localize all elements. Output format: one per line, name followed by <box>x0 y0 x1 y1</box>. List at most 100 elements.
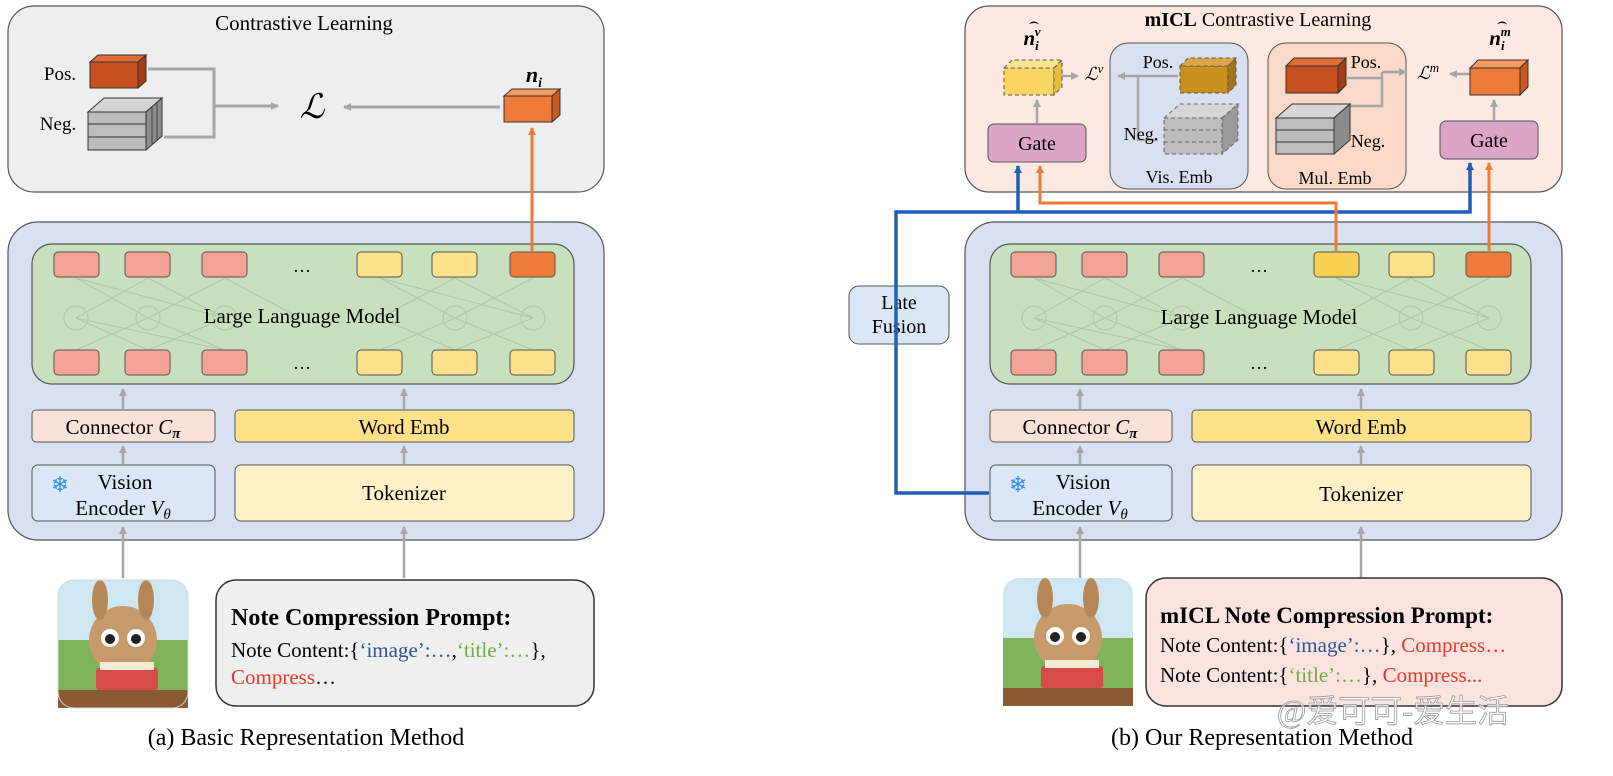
right-connector-label: Connector Cπ <box>1023 415 1139 442</box>
right-prompt-line1: Note Content:{‘image’:…}, Compress… <box>1160 633 1506 657</box>
right-gate-left-label: Gate <box>1018 133 1056 155</box>
right-vis-pos-cube <box>1178 56 1238 95</box>
watermark: @爱可可-爱生活 <box>1277 693 1509 729</box>
left-pos-cube <box>88 53 148 90</box>
right-mul-pos-cube <box>1284 56 1348 95</box>
late-fusion-line2: Fusion <box>872 316 926 338</box>
right-contrastive-title: mICL Contrastive Learning <box>1145 9 1372 31</box>
left-caption: (a) Basic Representation Method <box>148 725 465 751</box>
left-diagram: Contrastive Learning Pos. Neg. ℒ <box>7 5 605 751</box>
right-prompt-line2: Note Content:{‘title’:…}, Compress... <box>1160 663 1482 687</box>
right-loss-v: ℒv <box>1085 61 1104 84</box>
right-visual-token-path <box>1036 165 1338 251</box>
right-prompt-box <box>1145 577 1563 707</box>
right-tokenizer-box <box>1191 464 1532 522</box>
right-top-tokens <box>1010 251 1512 278</box>
left-tokenizer-label: Tokenizer <box>362 481 446 505</box>
left-llm-network <box>63 277 546 351</box>
left-vision-line2: Encoder Vθ <box>75 496 171 523</box>
snowflake-icon: ❄ <box>1009 472 1027 497</box>
left-contrastive-panel <box>7 5 605 193</box>
left-neg-label: Neg. <box>40 114 76 135</box>
right-connector-box <box>989 409 1173 443</box>
token-output <box>509 251 556 278</box>
left-connector-label: Connector Cπ <box>66 415 182 442</box>
token <box>1081 349 1128 376</box>
token <box>201 251 248 278</box>
right-mul-pos-label: Pos. <box>1351 52 1382 72</box>
right-flow-arrows <box>1076 388 1365 578</box>
right-word-emb-label: Word Emb <box>1315 415 1406 439</box>
left-neg-cubes <box>86 96 164 152</box>
token <box>356 349 403 376</box>
right-vis-emb-label: Vis. Emb <box>1146 167 1213 187</box>
left-prompt-box <box>215 579 595 707</box>
left-ni-cube <box>502 87 562 124</box>
right-bottom-ellipsis: … <box>1250 353 1268 373</box>
right-niv-label: niv <box>1023 24 1040 53</box>
right-caption: (b) Our Representation Method <box>1111 725 1413 751</box>
right-gate-right-label: Gate <box>1470 130 1508 152</box>
right-vis-neg-cubes <box>1162 102 1240 156</box>
left-llm-box <box>31 243 575 385</box>
left-contrastive-title: Contrastive Learning <box>215 11 393 35</box>
left-vision-encoder-box <box>31 464 216 522</box>
left-top-tokens <box>53 251 556 278</box>
left-loss-symbol: ℒ <box>300 89 326 126</box>
token <box>124 349 171 376</box>
right-llm-box <box>989 243 1532 385</box>
left-prompt-title: Note Compression Prompt: <box>231 605 511 631</box>
right-gate-left <box>987 123 1087 163</box>
right-prompt-title: mICL Note Compression Prompt: <box>1160 603 1493 628</box>
left-prompt-line2: Compress… <box>231 665 336 689</box>
token <box>1010 251 1057 278</box>
right-vis-neg-line <box>1136 76 1158 142</box>
token <box>356 251 403 278</box>
right-nim-cube <box>1468 58 1530 97</box>
right-niv-cube <box>1002 58 1064 97</box>
token <box>1081 251 1128 278</box>
left-bottom-tokens <box>53 349 556 376</box>
token <box>1388 251 1435 278</box>
token-visual-output <box>1313 251 1360 278</box>
right-vision-line2: Encoder Vθ <box>1032 496 1128 523</box>
right-llama-image <box>1003 578 1133 706</box>
right-vis-pos-label: Pos. <box>1143 52 1174 72</box>
right-nim-hat: ⌢ <box>1497 14 1508 31</box>
left-pos-neg-bracket <box>148 67 278 139</box>
left-llm-label: Large Language Model <box>204 304 401 328</box>
left-top-ellipsis: … <box>293 256 311 276</box>
token <box>431 349 478 376</box>
late-fusion-box <box>848 285 950 345</box>
right-vision-line1: Vision <box>1056 470 1111 494</box>
token <box>1313 349 1360 376</box>
right-loss-m: ℒm <box>1417 60 1439 83</box>
token <box>1158 349 1205 376</box>
token <box>53 251 100 278</box>
right-llm-label: Large Language Model <box>1161 305 1358 329</box>
right-mul-neg-label: Neg. <box>1351 131 1386 151</box>
right-tokenizer-label: Tokenizer <box>1319 482 1403 506</box>
token <box>124 251 171 278</box>
token <box>1388 349 1435 376</box>
left-vision-line1: Vision <box>98 470 153 494</box>
left-prompt-line1: Note Content:{‘image’:…,‘title’:…}, <box>231 638 546 662</box>
left-flow-arrows <box>119 388 408 578</box>
left-word-emb-box <box>234 409 575 443</box>
right-vision-encoder-box <box>989 464 1173 522</box>
right-contrastive-panel <box>964 5 1563 193</box>
right-mul-emb-label: Mul. Emb <box>1298 168 1371 188</box>
token <box>1010 349 1057 376</box>
token <box>53 349 100 376</box>
right-top-ellipsis: … <box>1250 256 1268 276</box>
token <box>201 349 248 376</box>
right-mul-neg-cubes <box>1274 102 1352 156</box>
left-tokenizer-box <box>234 464 575 522</box>
left-word-emb-label: Word Emb <box>358 415 449 439</box>
right-bottom-tokens <box>1010 349 1512 376</box>
right-word-emb-box <box>1191 409 1532 443</box>
right-niv-hat: ⌢ <box>1029 14 1040 31</box>
token-output <box>1465 251 1512 278</box>
right-nim-label: nim <box>1489 24 1510 53</box>
token <box>1158 251 1205 278</box>
